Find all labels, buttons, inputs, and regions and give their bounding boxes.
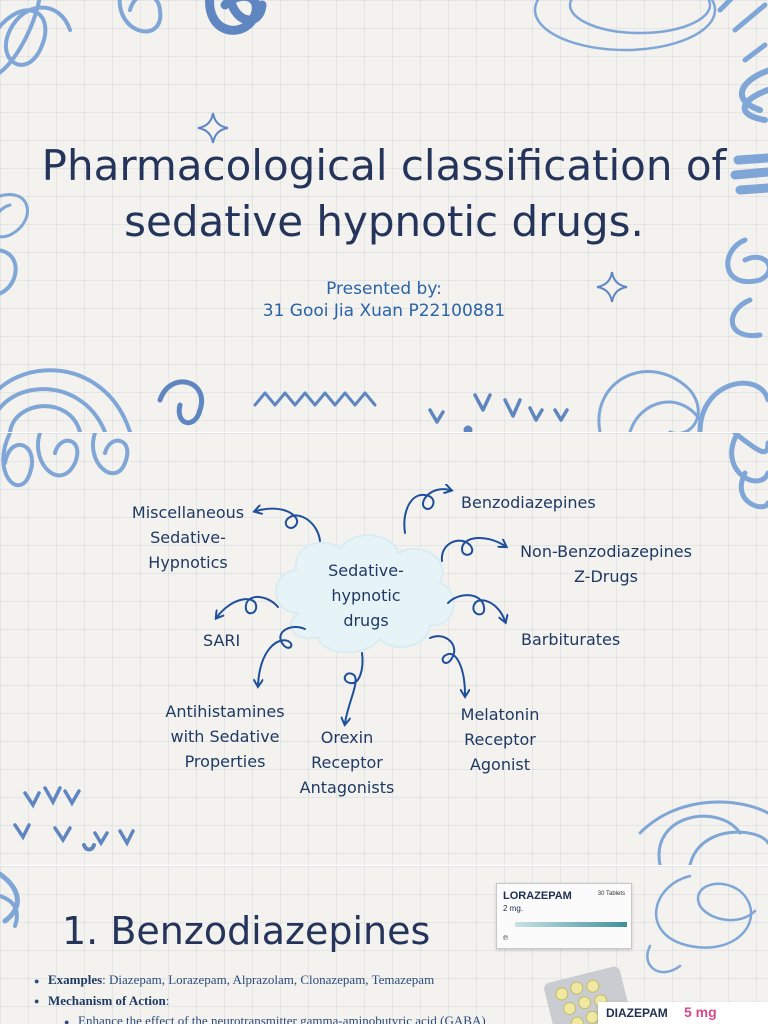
presented-by-label: Presented by: <box>326 279 442 299</box>
arrow-barbiturates <box>447 594 505 621</box>
node-melatonin-line1: Melatonin <box>460 705 540 724</box>
node-sari: SARI <box>203 628 240 653</box>
center-node-label: Sedative- hypnotic drugs <box>304 558 428 633</box>
arrow-orexin <box>345 652 364 723</box>
lorazepam-count: 30 Tablets <box>597 891 625 897</box>
node-miscellaneous: Miscellaneous Sedative- Hypnotics <box>120 500 256 575</box>
lorazepam-dose: 2 mg. <box>503 904 524 913</box>
node-non-benzodiazepines: Non-Benzodiazepines Z-Drugs <box>508 539 704 589</box>
diazepam-dose: 5 mg <box>684 1004 717 1020</box>
moa-suffix: : <box>165 992 170 1008</box>
classification-slide: Sedative- hypnotic drugs Benzodiazepines… <box>0 433 768 865</box>
lorazepam-stripe <box>515 922 627 927</box>
benzodiazepines-slide: 1. Benzodiazepines LORAZEPAM 2 mg. 30 Ta… <box>0 866 768 1024</box>
node-barbiturates: Barbiturates <box>521 627 620 652</box>
bullet-dot-icon: ● <box>34 996 40 1007</box>
node-orexin: Orexin Receptor Antagonists <box>292 725 402 800</box>
node-orexin-line3: Antagonists <box>299 778 395 797</box>
diazepam-package-image: DIAZEPAM 5 mg <box>598 1002 768 1024</box>
node-orexin-line2: Receptor <box>311 753 383 772</box>
slide-title-line2: sedative hypnotic drugs. <box>124 197 644 246</box>
node-melatonin: Melatonin Receptor Agonist <box>448 702 552 777</box>
arrow-sari <box>217 596 279 617</box>
arrow-antihistamines <box>258 625 306 685</box>
node-barbiturates-label: Barbiturates <box>521 630 621 649</box>
arrow-non-benzodiazepines <box>440 537 505 562</box>
moa-point-text: Enhance the effect of the neurotransmitt… <box>78 1013 486 1024</box>
node-orexin-line1: Orexin <box>320 728 374 747</box>
mindmap-graphics <box>1 433 768 865</box>
node-benzodiazepines-label: Benzodiazepines <box>461 493 596 512</box>
title-slide: Pharmacological classification of sedati… <box>0 0 768 432</box>
bullet-moa-point: ● Enhance the effect of the neurotransmit… <box>34 1011 594 1024</box>
bullet-list: ● Examples: Diazepam, Lorazepam, Alprazol… <box>34 970 594 1024</box>
node-melatonin-line3: Agonist <box>469 755 531 774</box>
center-line2: hypnotic <box>331 586 401 605</box>
center-line1: Sedative- <box>328 561 404 580</box>
lorazepam-name: LORAZEPAM <box>503 890 572 902</box>
moa-label: Mechanism of Action <box>48 992 166 1008</box>
presenter-name: 31 Gooi Jia Xuan P22100881 <box>262 301 506 321</box>
slide-title: Pharmacological classification of sedati… <box>0 138 768 250</box>
node-antihist-line1: Antihistamines <box>165 702 285 721</box>
node-antihist-line3: Properties <box>184 752 266 771</box>
node-antihist-line2: with Sedative <box>170 727 280 746</box>
node-sari-label: SARI <box>203 631 241 650</box>
slide-title-line1: Pharmacological classification of <box>41 141 727 190</box>
examples-label: Examples <box>48 972 103 987</box>
node-non-benzo-line1: Non-Benzodiazepines <box>520 542 692 561</box>
examples-text: : Diazepam, Lorazepam, Alprazolam, Clona… <box>102 972 435 987</box>
bullet-dot-icon: ● <box>34 975 40 986</box>
bullet-examples: ● Examples: Diazepam, Lorazepam, Alprazol… <box>34 970 594 991</box>
sub-bullet-dot-icon: ● <box>64 1016 70 1024</box>
node-benzodiazepines: Benzodiazepines <box>461 490 596 515</box>
section-heading: 1. Benzodiazepines <box>62 909 431 953</box>
arrow-benzodiazepines <box>403 489 450 534</box>
diazepam-name: DIAZEPAM <box>606 1006 668 1020</box>
arrow-melatonin <box>429 635 465 695</box>
bullet-moa: ● Mechanism of Action: <box>34 991 594 1012</box>
presenter-block: Presented by: 31 Gooi Jia Xuan P22100881 <box>0 278 768 322</box>
node-misc-line1: Miscellaneous <box>131 503 245 522</box>
lorazepam-package-image: LORAZEPAM 2 mg. 30 Tablets ℗ <box>496 883 632 949</box>
node-misc-line3: Hypnotics <box>148 553 228 572</box>
node-non-benzo-line2: Z-Drugs <box>574 567 638 586</box>
node-antihistamines: Antihistamines with Sedative Properties <box>154 699 296 774</box>
node-misc-line2: Sedative- <box>150 528 226 547</box>
center-line3: drugs <box>343 611 389 630</box>
arrow-miscellaneous <box>256 509 321 542</box>
node-melatonin-line2: Receptor <box>464 730 536 749</box>
pharma-logo-icon: ℗ <box>503 935 509 942</box>
